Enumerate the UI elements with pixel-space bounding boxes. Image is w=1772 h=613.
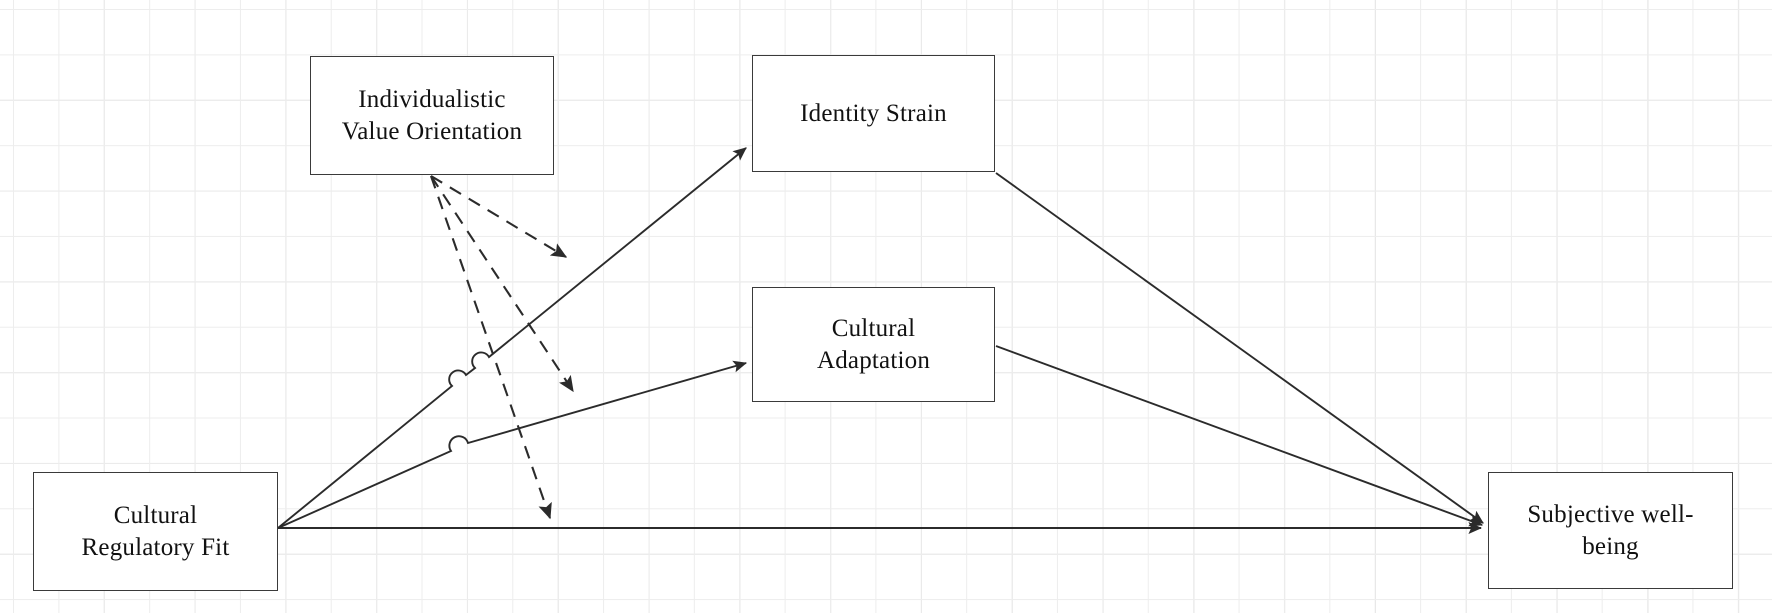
edge-crf-to-cultural-adaptation	[277, 360, 748, 529]
node-label: Identity Strain	[800, 99, 947, 127]
node-subjective-well-being[interactable]: Subjective well- being	[1488, 472, 1733, 589]
node-label: Individualistic Value Orientation	[341, 85, 523, 145]
node-cultural-regulatory-fit[interactable]: Cultural Regulatory Fit	[33, 472, 278, 591]
node-label: Cultural Adaptation	[816, 314, 931, 374]
edge-cultural-adaptation-to-subjective-well-being	[995, 345, 1484, 527]
node-cultural-adaptation[interactable]: Cultural Adaptation	[752, 287, 995, 402]
edge-ivo-moderates-crf-identity-strain	[430, 175, 568, 258]
edge-identity-strain-to-subjective-well-being	[995, 172, 1484, 524]
node-individualistic-value-orientation[interactable]: Individualistic Value Orientation	[310, 56, 554, 175]
edge-ivo-moderates-crf-subjective-well-being	[430, 175, 552, 520]
edge-ivo-moderates-crf-cultural-adaptation	[430, 175, 574, 393]
node-label: Subjective well- being	[1527, 500, 1694, 560]
node-label: Cultural Regulatory Fit	[81, 501, 230, 561]
node-identity-strain[interactable]: Identity Strain	[752, 55, 995, 172]
edge-crf-to-identity-strain	[277, 147, 747, 529]
